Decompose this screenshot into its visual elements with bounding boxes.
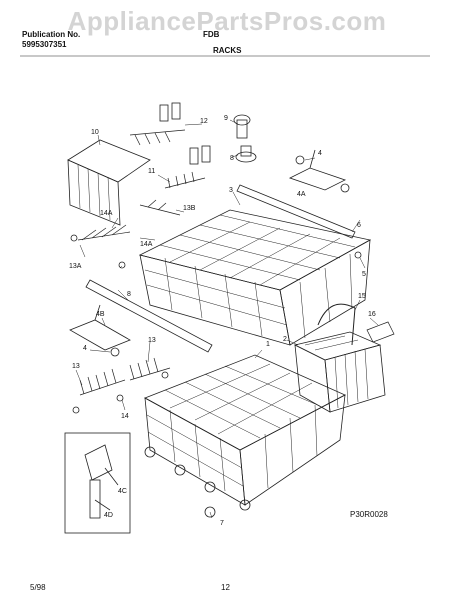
tine-row-12 — [129, 129, 186, 146]
callout-5: 5 — [362, 271, 366, 278]
callout-16: 16 — [368, 311, 376, 318]
callout-4-lower: 4 — [83, 345, 87, 352]
page-number: 12 — [221, 583, 230, 592]
stop-clip — [354, 251, 362, 259]
rack-clips — [159, 102, 211, 165]
callout-11: 11 — [148, 168, 155, 175]
callout-labels: 1 2 3 4 4 4A 4B 4C 4D 5 6 7 8 8 9 10 11 … — [69, 115, 376, 527]
callout-10: 10 — [91, 129, 99, 136]
callout-13b: 13B — [183, 205, 196, 212]
callout-14a-bottom: 14A — [140, 241, 153, 248]
callout-13-right: 13 — [148, 337, 156, 344]
leader-lines — [75, 119, 379, 519]
callout-15: 15 — [358, 293, 366, 300]
callout-4a: 4A — [297, 191, 306, 198]
fasteners — [70, 234, 216, 518]
silverware-basket — [293, 303, 386, 413]
callout-7: 7 — [220, 520, 224, 527]
model-number: FDB — [203, 30, 220, 39]
callout-4c: 4C — [118, 488, 127, 495]
callout-12: 12 — [200, 118, 208, 125]
callout-13a: 13A — [69, 263, 82, 270]
figure-code: P30R0028 — [350, 510, 388, 519]
callout-14: 14 — [121, 413, 129, 420]
callout-9: 9 — [224, 115, 228, 122]
rack-adjuster-4b — [69, 304, 131, 357]
lower-tine-rows — [79, 357, 171, 396]
wash-arm-nozzle — [233, 114, 257, 163]
publication-number: 5995307351 — [22, 40, 67, 49]
callout-4b: 4B — [96, 311, 105, 318]
fold-down-tines — [77, 199, 181, 241]
cup-shelf — [67, 139, 151, 226]
inset-detail — [64, 432, 131, 534]
basket-label — [366, 321, 395, 343]
tine-row-11 — [164, 171, 206, 189]
callout-3: 3 — [229, 187, 233, 194]
callout-8-upper: 8 — [230, 155, 234, 162]
lower-rack — [144, 354, 346, 511]
lower-rack-rail — [85, 279, 213, 353]
callout-4d: 4D — [104, 512, 113, 519]
callout-1: 1 — [266, 341, 270, 348]
callout-4-upper: 4 — [318, 150, 322, 157]
footer-date: 5/98 — [30, 583, 46, 592]
callout-2: 2 — [283, 336, 287, 343]
section-title: RACKS — [213, 46, 242, 55]
upper-rack-rail — [236, 184, 356, 239]
watermark: AppliancePartsPros.com — [67, 6, 387, 36]
publication-label: Publication No. — [22, 30, 81, 39]
callout-8-lower: 8 — [127, 291, 131, 298]
callout-13-left: 13 — [72, 363, 80, 370]
callout-6: 6 — [357, 222, 361, 229]
callout-14a-top: 14A — [100, 210, 113, 217]
rack-adjuster-4a — [288, 149, 350, 193]
upper-rack — [138, 209, 372, 346]
